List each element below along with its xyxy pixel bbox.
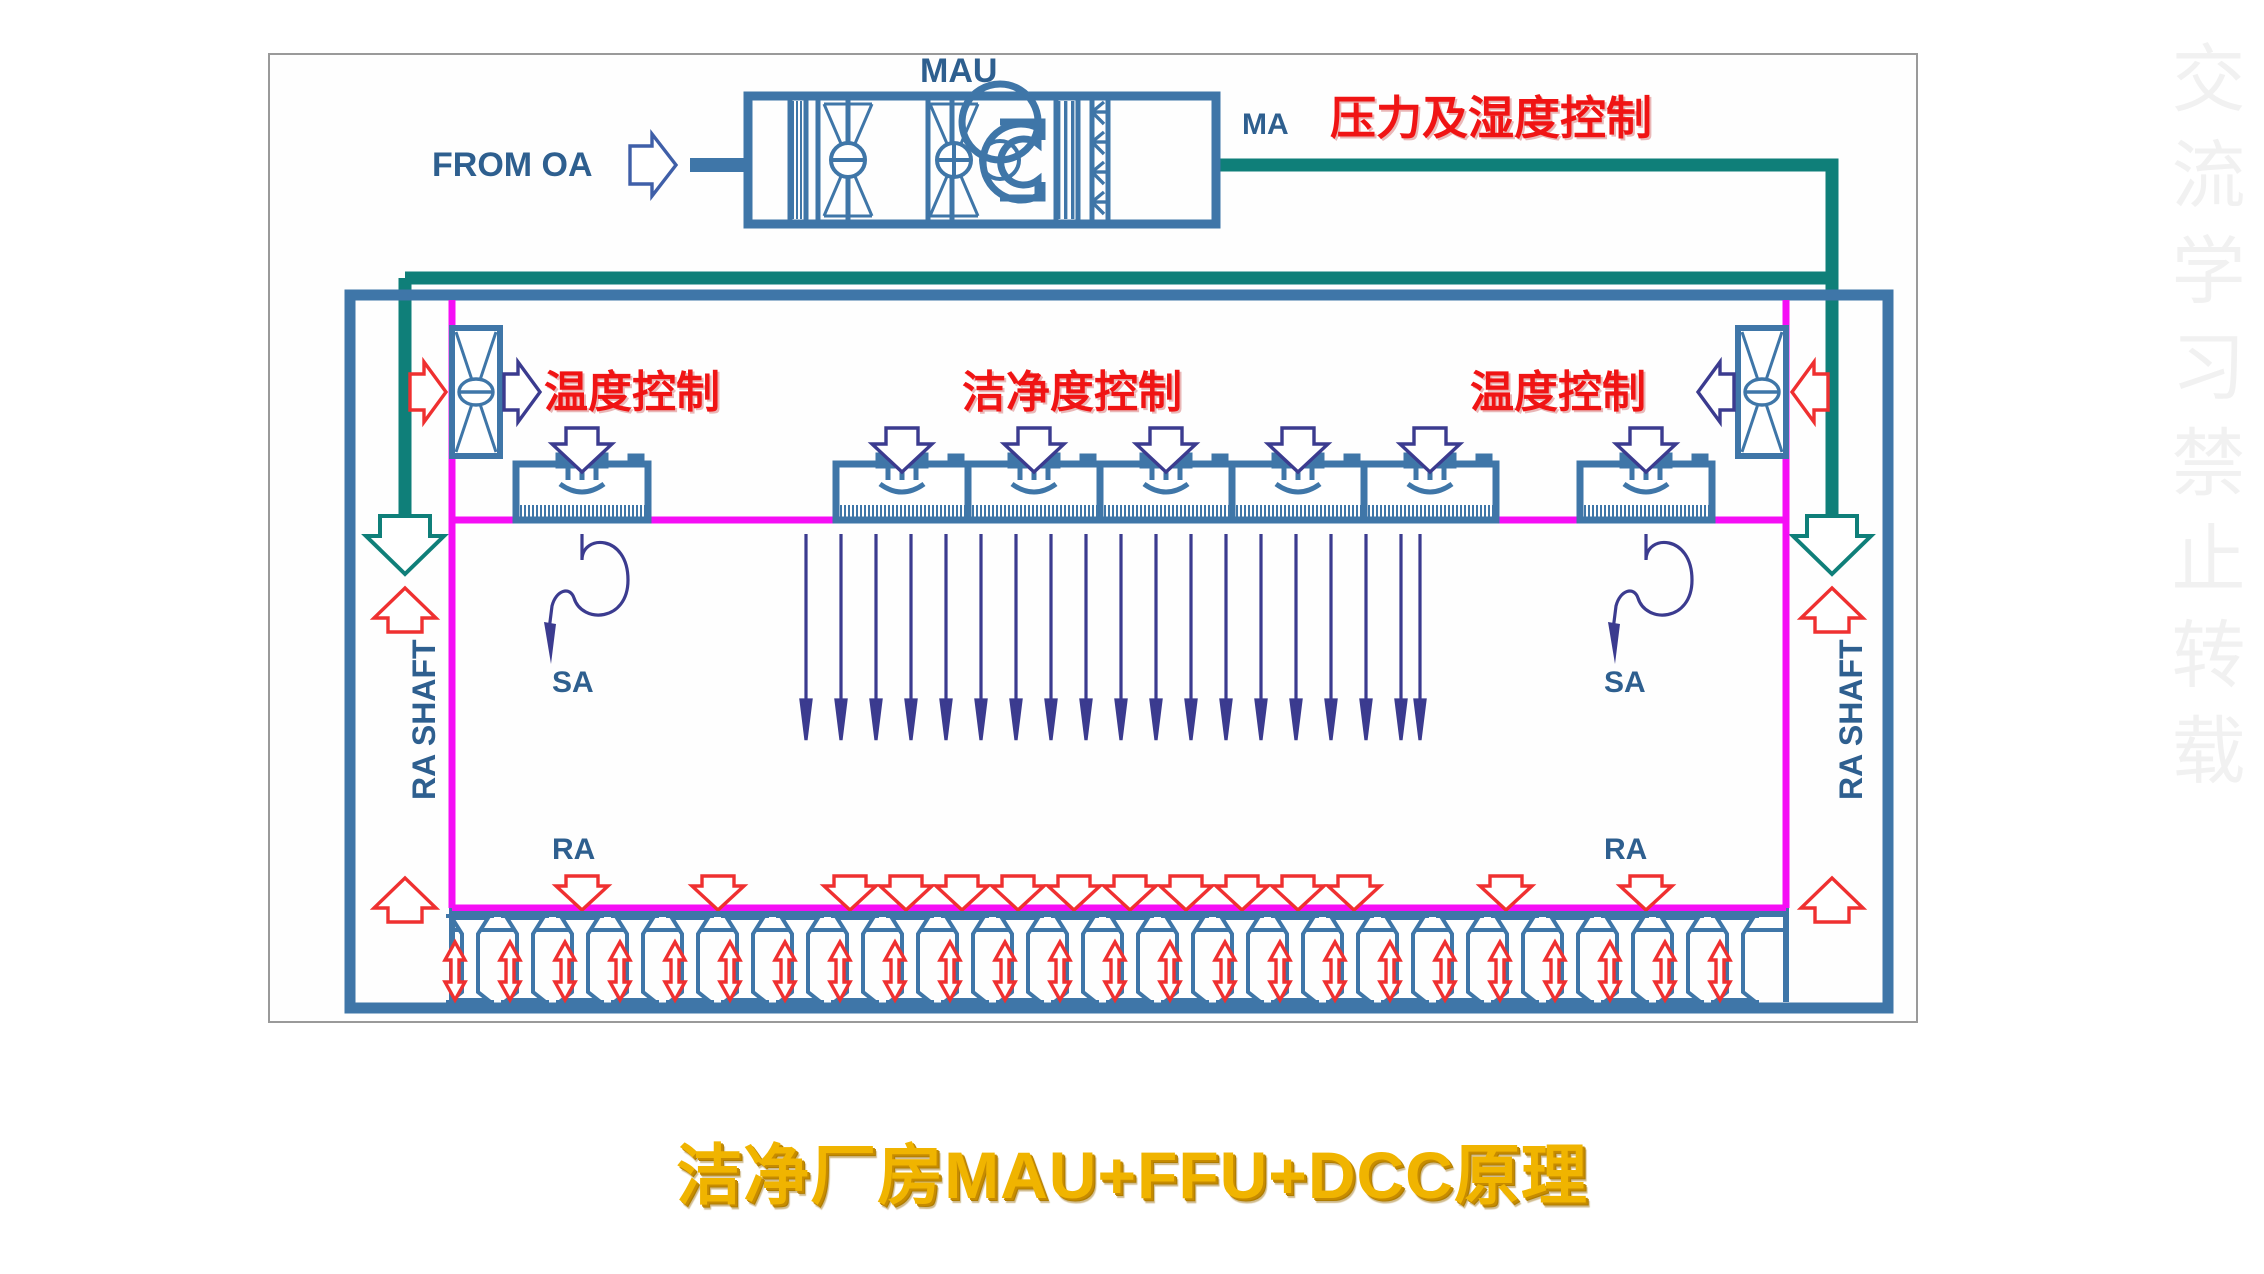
ma-label: MA bbox=[1242, 108, 1289, 141]
ra-shaft-left-label: RA SHAFT bbox=[406, 639, 442, 800]
sa-right-label: SA bbox=[1604, 666, 1646, 699]
from-oa-label: FROM OA bbox=[432, 146, 593, 184]
page-title: 洁净厂房MAU+FFU+DCC原理 bbox=[676, 1138, 1588, 1212]
ra-left-label: RA bbox=[552, 833, 596, 866]
temperature-control-left-label: 温度控制 bbox=[544, 367, 720, 418]
temperature-control-right-label: 温度控制 bbox=[1470, 367, 1646, 418]
ra-right-label: RA bbox=[1604, 833, 1648, 866]
ra-shaft-right-label: RA SHAFT bbox=[1833, 639, 1869, 800]
pressure-humidity-control-label: 压力及湿度控制 bbox=[1330, 91, 1652, 145]
sa-left-label: SA bbox=[552, 666, 594, 699]
watermark: 交流学习禁止转载 bbox=[2159, 40, 2245, 808]
mau-label: MAU bbox=[920, 52, 998, 90]
cleanliness-control-label: 洁净度控制 bbox=[962, 367, 1182, 418]
diagram-frame bbox=[268, 53, 1918, 1023]
